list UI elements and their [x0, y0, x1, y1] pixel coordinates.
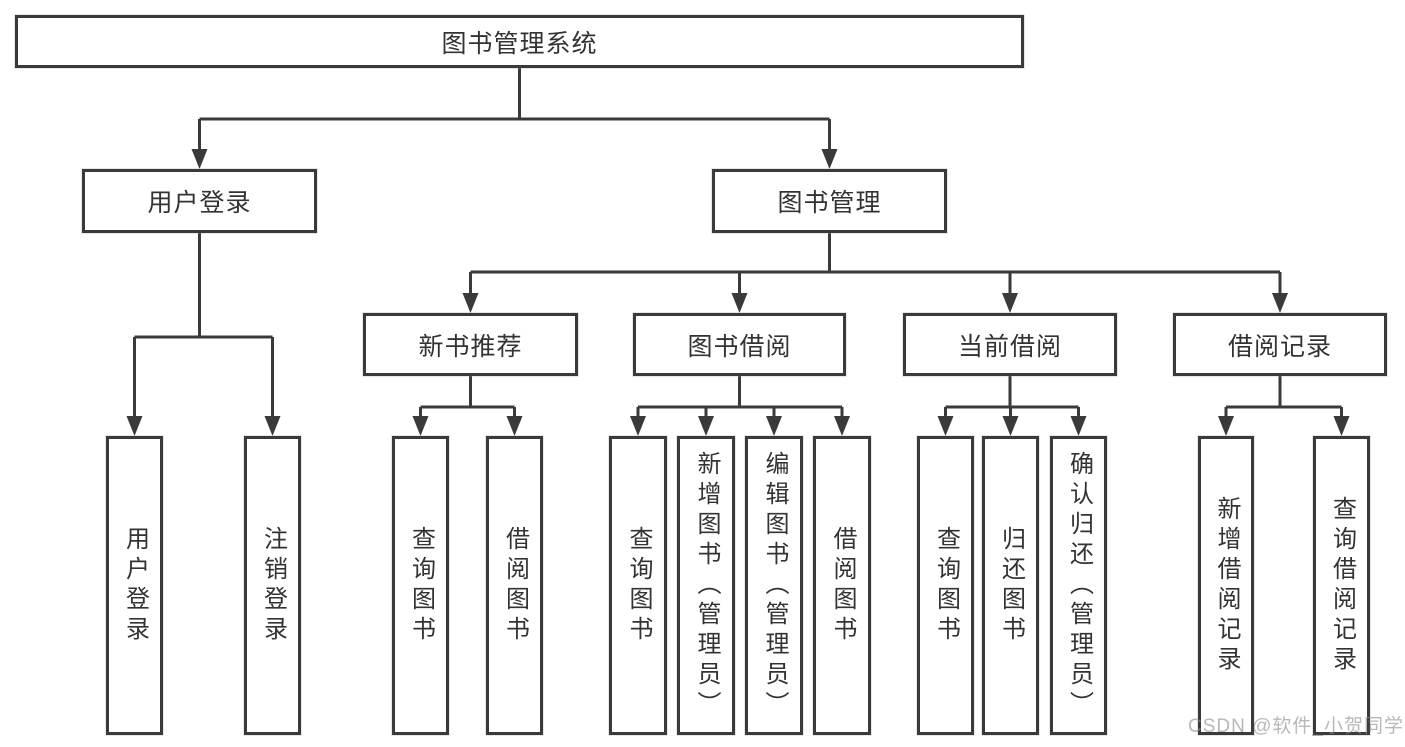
leaf-newbooks-query-books: 查询图书: [392, 436, 449, 735]
leaf-current-query-books: 查询图书: [917, 436, 974, 735]
node-user-login-branch: 用户登录: [82, 169, 317, 233]
leaf-current-return-books: 归还图书: [982, 436, 1039, 735]
leaf-borrowing-edit-books-admin: 编辑图书（管理员）: [745, 436, 803, 735]
node-label: 图书借阅: [687, 332, 792, 361]
leaf-logout: 注销登录: [244, 436, 301, 735]
node-book-management-branch: 图书管理: [712, 169, 947, 233]
leaf-records-query-borrow-record: 查询借阅记录: [1313, 436, 1370, 735]
node-label: 用户登录: [121, 525, 149, 646]
node-label: 借阅记录: [1227, 332, 1332, 361]
leaf-current-confirm-return-admin: 确认归还（管理员）: [1050, 436, 1107, 735]
node-library-management-system: 图书管理系统: [15, 15, 1024, 68]
node-book-borrowing: 图书借阅: [633, 313, 846, 376]
leaf-user-login: 用户登录: [106, 436, 163, 735]
node-label: 注销登录: [259, 525, 287, 646]
node-label: 归还图书: [997, 525, 1025, 646]
node-current-borrowing: 当前借阅: [903, 313, 1117, 376]
node-label: 新增借阅记录: [1213, 495, 1240, 676]
leaf-borrowing-borrow-books: 借阅图书: [813, 436, 871, 735]
node-label: 用户登录: [147, 189, 252, 217]
node-label: 图书管理: [777, 189, 882, 217]
node-label: 查询借阅记录: [1328, 495, 1356, 676]
node-label: 新增图书（管理员）: [693, 450, 720, 721]
leaf-newbooks-borrow-books: 借阅图书: [486, 436, 543, 735]
node-label: 借阅图书: [501, 525, 529, 646]
node-borrowing-records: 借阅记录: [1173, 313, 1387, 376]
node-label: 借阅图书: [829, 525, 856, 646]
leaf-borrowing-query-books: 查询图书: [609, 436, 667, 735]
leaf-borrowing-add-books-admin: 新增图书（管理员）: [677, 436, 735, 735]
node-label: 编辑图书（管理员）: [761, 450, 788, 721]
node-new-book-recommendation: 新书推荐: [363, 313, 578, 376]
leaf-records-add-borrow-record: 新增借阅记录: [1198, 436, 1254, 735]
node-label: 图书管理系统: [441, 29, 598, 58]
node-label: 查询图书: [932, 525, 960, 646]
node-label: 新书推荐: [418, 332, 523, 361]
node-label: 查询图书: [407, 525, 435, 646]
node-label: 确认归还（管理员）: [1065, 450, 1093, 721]
csdn-watermark: CSDN @软件_小贺同学: [1188, 716, 1404, 737]
node-label: 当前借阅: [957, 332, 1062, 361]
node-label: 查询图书: [625, 525, 652, 646]
